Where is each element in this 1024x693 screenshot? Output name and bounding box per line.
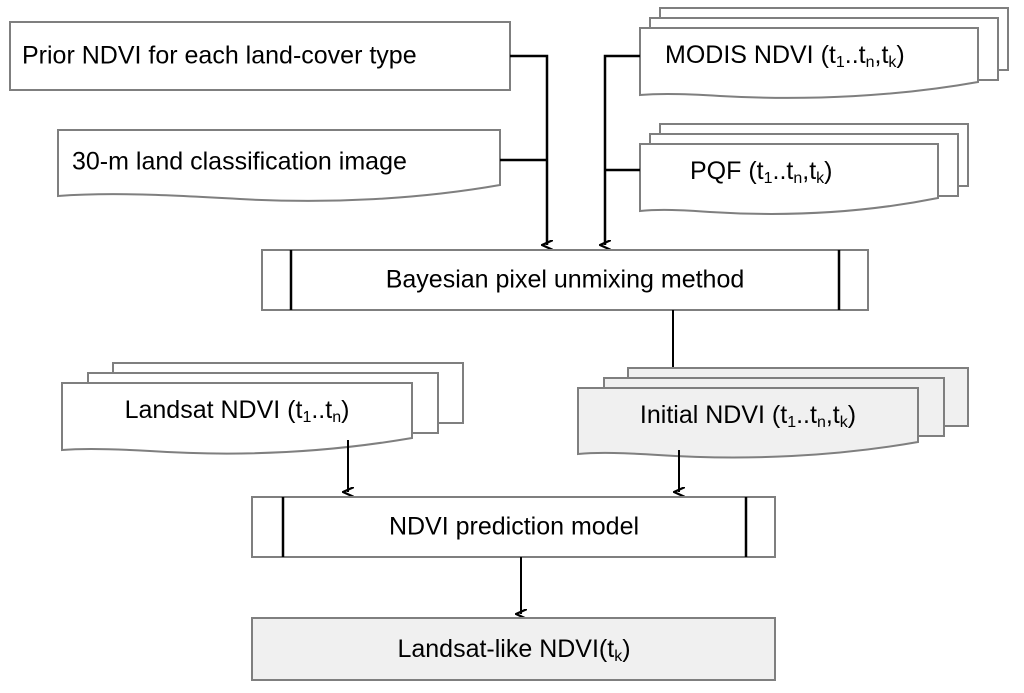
node-land-classification[interactable]: 30-m land classification image xyxy=(57,129,501,202)
modis-ndvi-label: MODIS NDVI (t1..tn,tk) xyxy=(665,41,905,72)
landsat-like-ndvi-label: Landsat-like NDVI(tk) xyxy=(397,635,630,666)
initial-document-shape xyxy=(577,387,919,459)
pqf-label: PQF (t1..tn,tk) xyxy=(690,157,833,188)
prior-ndvi-box xyxy=(9,21,511,91)
node-landsat-ndvi[interactable]: Landsat NDVI (t1..tn) xyxy=(61,362,464,455)
modis-document-shape xyxy=(639,27,979,99)
node-bayesian-unmixing[interactable]: Bayesian pixel unmixing method xyxy=(261,249,869,311)
bayesian-unmixing-label: Bayesian pixel unmixing method xyxy=(386,266,745,294)
node-initial-ndvi[interactable]: Initial NDVI (t1..tn,tk) xyxy=(577,367,969,459)
connector-modis-to-unmixing xyxy=(605,54,640,245)
connector-prior-to-unmixing xyxy=(510,54,547,245)
pqf-document-shape xyxy=(639,143,939,215)
bayesian-unmixing-box xyxy=(261,249,869,311)
land-classification-document-shape xyxy=(57,129,501,202)
edge-left-inputs-to-unmixing xyxy=(500,54,547,245)
edge-right-inputs-to-unmixing xyxy=(605,54,640,245)
initial-ndvi-label: Initial NDVI (t1..tn,tk) xyxy=(640,401,856,432)
landsat-ndvi-label: Landsat NDVI (t1..tn) xyxy=(125,396,350,427)
node-prior-ndvi[interactable]: Prior NDVI for each land-cover type xyxy=(9,21,511,91)
node-modis-ndvi[interactable]: MODIS NDVI (t1..tn,tk) xyxy=(639,7,1009,99)
ndvi-prediction-label: NDVI prediction model xyxy=(389,513,639,541)
ndvi-prediction-box xyxy=(251,496,776,558)
landsat-document-shape xyxy=(61,382,413,455)
node-pqf[interactable]: PQF (t1..tn,tk) xyxy=(639,123,969,215)
node-ndvi-prediction-model[interactable]: NDVI prediction model xyxy=(251,496,776,558)
landsat-like-ndvi-box xyxy=(251,617,776,681)
land-classification-label: 30-m land classification image xyxy=(72,148,407,176)
node-landsat-like-ndvi[interactable]: Landsat-like NDVI(tk) xyxy=(251,617,776,681)
prior-ndvi-label: Prior NDVI for each land-cover type xyxy=(22,42,417,70)
